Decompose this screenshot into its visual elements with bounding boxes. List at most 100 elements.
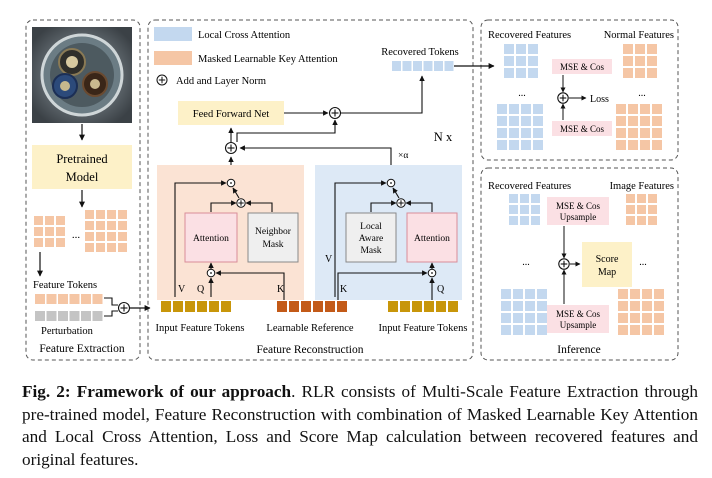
perturbation-token	[58, 311, 68, 321]
recovered-feature-cell	[513, 301, 523, 311]
recovered-feature-cell	[513, 289, 523, 299]
inference-title: Inference	[557, 344, 600, 356]
inference-upsample-label-top: Upsample	[560, 212, 597, 222]
caption-title: Framework of our approach	[76, 382, 292, 401]
feature-cell	[34, 238, 43, 247]
attention-box-right	[406, 212, 458, 263]
feature-token	[81, 294, 91, 304]
perturbation-token	[81, 311, 91, 321]
feature-cell	[96, 232, 105, 241]
input-token	[412, 301, 422, 312]
input-token	[436, 301, 446, 312]
recovered-feature-cell	[516, 44, 526, 54]
feature-cell	[118, 232, 127, 241]
image-feature-cell	[642, 289, 652, 299]
neighbor-mask-box	[247, 212, 299, 263]
feature-cell	[96, 221, 105, 230]
loss-feature-grids	[497, 44, 662, 150]
recovered-feature-cell	[521, 128, 531, 138]
local-aware-mask-box	[345, 212, 397, 263]
local-cross-qk-dot-node	[427, 268, 437, 278]
pretrained-model-label-2: Model	[66, 170, 99, 184]
multi-scale-feature-grids	[34, 210, 127, 252]
legend-add-norm-label: Add and Layer Norm	[176, 76, 266, 87]
image-feature-cell	[637, 205, 646, 214]
input-token	[197, 301, 207, 312]
inference-image-features-label: Image Features	[610, 181, 674, 192]
image-feature-cell	[618, 313, 628, 323]
feature-token-row	[35, 294, 103, 304]
feature-cell	[118, 221, 127, 230]
feature-token	[58, 294, 68, 304]
image-feature-cell	[626, 205, 635, 214]
normal-feature-cell	[635, 56, 645, 66]
feature-cell	[56, 216, 65, 225]
recovered-feature-cell	[531, 216, 540, 225]
loss-panel	[480, 19, 679, 161]
normal-feature-cell	[616, 104, 626, 114]
input-token	[209, 301, 219, 312]
recovered-feature-cell	[533, 140, 543, 150]
image-feature-cell	[648, 216, 657, 225]
input-token	[448, 301, 458, 312]
feature-reconstruction-panel	[147, 19, 474, 361]
image-feature-cell	[648, 205, 657, 214]
recovered-token	[434, 61, 443, 71]
extraction-ellipsis: ...	[72, 229, 81, 241]
inference-mse-cos-box-top	[547, 197, 609, 225]
feature-cell	[85, 221, 94, 230]
recovered-feature-cell	[531, 205, 540, 214]
extraction-add-node	[117, 301, 131, 315]
image-feature-cell	[630, 325, 640, 335]
feature-cell	[45, 227, 54, 236]
pretrained-model-box	[32, 145, 132, 189]
recovered-feature-cell	[509, 128, 519, 138]
feature-cell	[45, 216, 54, 225]
feature-cell	[85, 243, 94, 252]
masked-v-label: V	[178, 284, 186, 295]
score-map-label: Score	[596, 254, 619, 265]
feature-extraction-panel	[25, 19, 141, 361]
recovered-feature-cell	[516, 56, 526, 66]
recovered-feature-cell	[513, 313, 523, 323]
inference-mse-cos-label-top: MSE & Cos	[556, 201, 601, 211]
recovered-feature-cell	[521, 104, 531, 114]
legend-masked-key-label: Masked Learnable Key Attention	[198, 54, 338, 65]
feature-cell	[107, 232, 116, 241]
normal-feature-cell	[616, 140, 626, 150]
feature-cell	[118, 243, 127, 252]
attention-box-left	[184, 212, 238, 263]
loss-recovered-features-label: Recovered Features	[488, 30, 571, 41]
image-feature-cell	[637, 194, 646, 203]
recovered-feature-cell	[531, 194, 540, 203]
loss-normal-features-label: Normal Features	[604, 30, 674, 41]
recovered-feature-cell	[513, 325, 523, 335]
image-feature-cell	[654, 325, 664, 335]
loss-mse-cos-box-top	[552, 59, 612, 74]
layer-repeat-label: N x	[434, 130, 453, 144]
image-feature-cell	[630, 313, 640, 323]
local-k-label: K	[340, 284, 348, 295]
neighbor-mask-label-2: Mask	[262, 240, 283, 250]
normal-feature-cell	[640, 128, 650, 138]
image-feature-cell	[630, 301, 640, 311]
recovered-feature-cell	[520, 216, 529, 225]
recovered-feature-cell	[501, 301, 511, 311]
feature-reconstruction-title: Feature Reconstruction	[257, 344, 364, 356]
image-feature-cell	[618, 301, 628, 311]
feature-cell	[107, 243, 116, 252]
local-aware-mask-label: Local	[360, 222, 382, 232]
recovered-token	[402, 61, 412, 71]
recovered-feature-cell	[509, 205, 518, 214]
recovered-token	[423, 61, 433, 71]
learnable-reference-token-row	[277, 301, 347, 312]
perturbation-token-row	[35, 311, 103, 321]
recovered-feature-cell	[537, 289, 547, 299]
masked-q-label: Q	[197, 284, 205, 295]
recovered-feature-cell	[520, 194, 529, 203]
feature-token	[69, 294, 80, 304]
feature-cell	[85, 210, 94, 219]
normal-feature-cell	[623, 44, 633, 54]
feature-extraction-title: Feature Extraction	[39, 343, 125, 355]
inference-upsample-label-bottom: Upsample	[560, 320, 597, 330]
